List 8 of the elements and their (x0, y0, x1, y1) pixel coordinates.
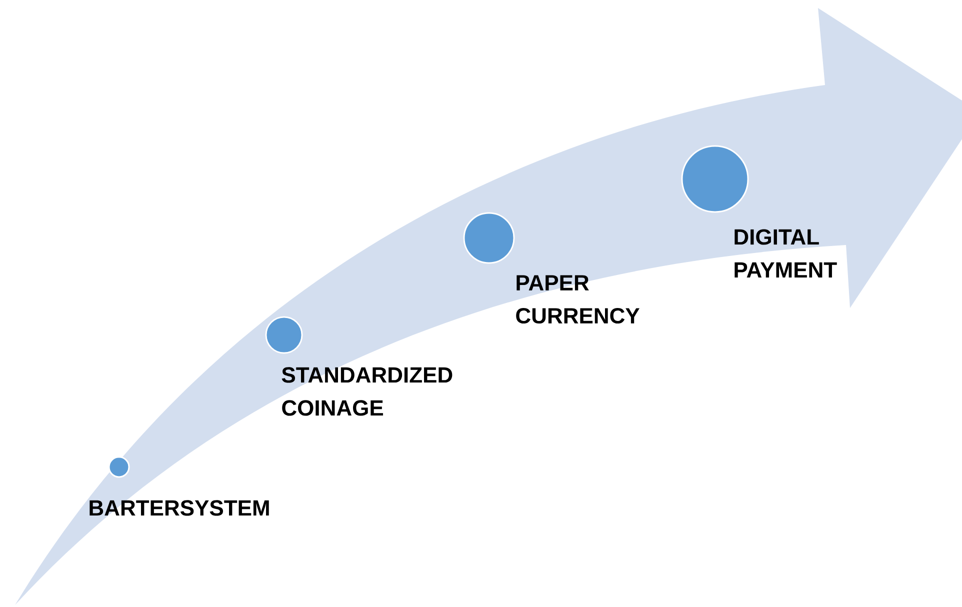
stage-label: PAPER CURRENCY (516, 275, 640, 324)
stage-label: DIGITAL PAYMENT (734, 229, 837, 278)
dot (265, 316, 303, 354)
stage-label: STANDARDIZED COINAGE (282, 367, 452, 416)
dot (681, 145, 749, 213)
dot (463, 212, 515, 264)
stage-label: BARTERSYSTEM (90, 500, 269, 516)
dot (108, 456, 130, 478)
